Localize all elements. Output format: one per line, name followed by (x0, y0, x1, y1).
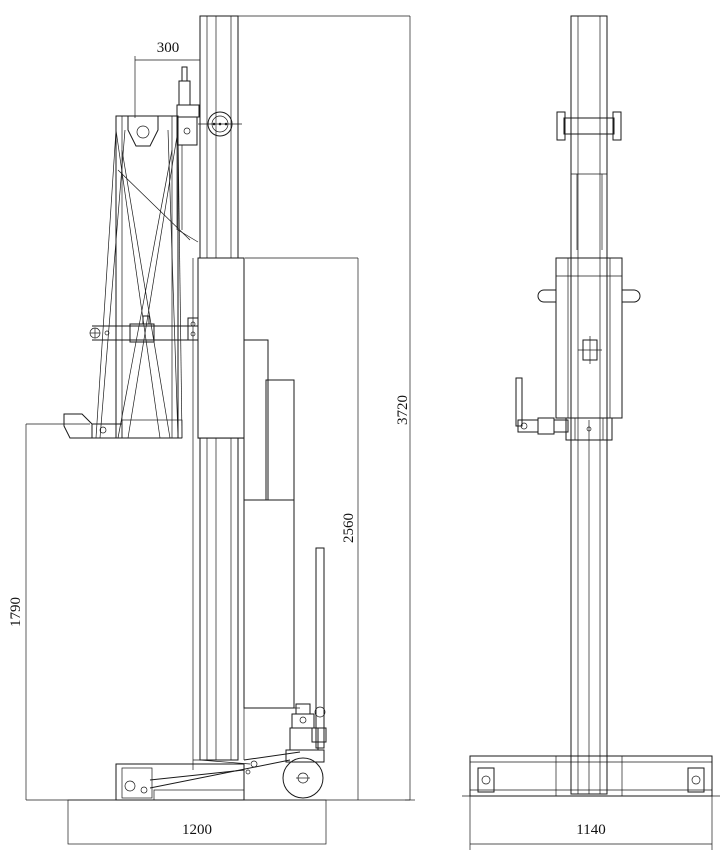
front-base (462, 755, 720, 850)
dimension-frame-2560 (245, 257, 359, 800)
front-mast (570, 15, 608, 795)
dimension-label-fork-height: 2560 (341, 513, 357, 543)
front-top-crossbar (556, 111, 622, 250)
front-lower-block (565, 417, 613, 441)
fork-frame (95, 115, 199, 439)
rear-wheel (282, 757, 324, 799)
chassis-base (115, 751, 301, 801)
top-pulley (198, 111, 242, 137)
dimension-label-top-offset: 300 (157, 40, 180, 56)
dimension-label-total-height: 3720 (395, 395, 411, 425)
front-carriage (537, 257, 641, 419)
hydraulic-column (243, 339, 300, 760)
dimension-label-lift-height: 1790 (8, 597, 24, 627)
dimension-frame-1790 (25, 423, 90, 800)
winch-handle (515, 377, 569, 435)
hydraulic-jack (285, 547, 327, 763)
top-bracket (176, 66, 200, 230)
fork-tip (63, 413, 183, 439)
mast-carriage (197, 257, 245, 439)
dimension-label-base-width: 1140 (576, 822, 605, 838)
dimension-frame-300 (134, 56, 200, 118)
fork-crossbar (89, 315, 199, 343)
side-view: 3720 2560 1790 300 1200 (8, 15, 415, 845)
dimension-label-base-length: 1200 (182, 822, 212, 838)
front-view: 1140 (462, 15, 720, 850)
